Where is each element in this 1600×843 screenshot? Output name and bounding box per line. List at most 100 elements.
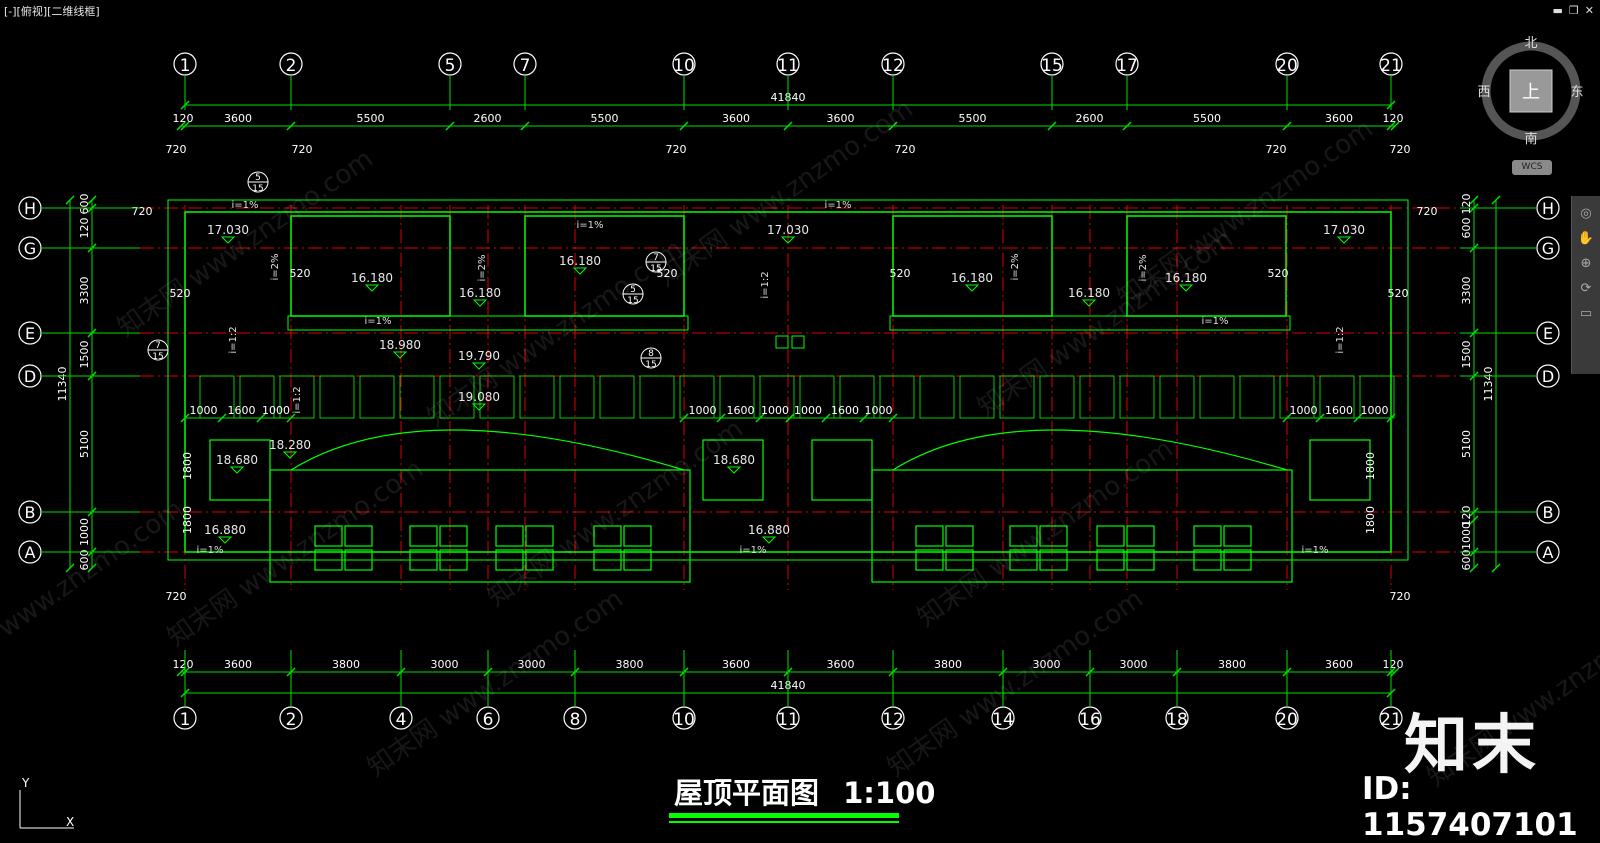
skylight-window — [1223, 525, 1252, 547]
skylight-window — [439, 549, 468, 571]
top-dim-label: 120 — [173, 112, 194, 125]
parapet-box — [399, 375, 435, 419]
navigation-bar[interactable]: ◎ ✋ ⊕ ⟳ ▭ — [1571, 196, 1600, 374]
callout-sheet: 15 — [645, 360, 656, 370]
mid-dim-tick — [859, 413, 869, 423]
elevation-label: 17.030 — [207, 223, 249, 237]
parapet-box — [879, 375, 915, 419]
orbit-icon[interactable]: ⟳ — [1580, 281, 1592, 296]
elevation-marker — [472, 299, 488, 307]
axis-bubble-label: 17 — [1116, 56, 1138, 76]
ucs-y-label: Y — [21, 776, 30, 790]
bottom-dim-label: 3800 — [332, 658, 360, 671]
elevation-label: 17.030 — [767, 223, 809, 237]
elevation-label: 18.680 — [713, 453, 755, 467]
viewcube-compass[interactable]: 上 北 南 东 西 — [1476, 36, 1586, 147]
mid-dim-tick — [1386, 413, 1396, 423]
slope-label: i=2% — [477, 254, 488, 281]
roof-volume — [290, 215, 451, 317]
parapet-box — [999, 375, 1035, 419]
left-total-dim-label: 11340 — [56, 367, 69, 402]
pan-icon[interactable]: ✋ — [1577, 231, 1595, 246]
top-dim-tick — [679, 121, 689, 131]
mid-dim-label: 1000 — [794, 404, 822, 417]
window-controls: ▬ ❐ ✕ — [1553, 4, 1595, 17]
elevation-marker — [726, 466, 742, 474]
zoom-icon[interactable]: ⊕ — [1580, 256, 1592, 271]
callout-sheet: 15 — [650, 264, 661, 274]
parapet-box — [1199, 375, 1235, 419]
offset-label: 520 — [890, 267, 911, 280]
bottom-dim-tick — [1390, 667, 1400, 677]
bottom-dim-label: 3000 — [431, 658, 459, 671]
mid-dim-tick — [679, 413, 689, 423]
drawing-title-name: 屋顶平面图 — [674, 776, 820, 810]
steering-wheel-icon[interactable]: ◎ — [1580, 206, 1592, 221]
bottom-dim-label: 120 — [173, 658, 194, 671]
drawing-title-scale: 1:100 — [843, 776, 936, 810]
skylight-window — [945, 525, 974, 547]
slope-label: i=1:2 — [760, 271, 771, 298]
skylight-window — [1193, 525, 1222, 547]
skylight-window — [314, 549, 343, 571]
dim-720-label: 720 — [666, 143, 687, 156]
dim-1800-label: 1800 — [1364, 506, 1377, 534]
axis-bubble-label: 12 — [882, 56, 904, 76]
roof-volume — [892, 215, 1053, 317]
parapet-box — [1239, 375, 1275, 419]
dim-720-label: 720 — [292, 143, 313, 156]
parapet-box — [1079, 375, 1115, 419]
skylight-window — [623, 549, 652, 571]
mid-dim-tick — [888, 413, 898, 423]
axis-bubble-label: H — [1542, 199, 1554, 218]
axis-bubble-label: 20 — [1276, 710, 1298, 730]
right-dim-label: 120 — [1460, 194, 1473, 215]
bottom-dim-label: 3600 — [722, 658, 750, 671]
compass-west-label: 西 — [1477, 85, 1490, 100]
skylight-window — [525, 525, 554, 547]
top-dim-label: 2600 — [474, 112, 502, 125]
skylight-window — [1126, 549, 1155, 571]
compass-north-label: 北 — [1524, 36, 1537, 51]
axis-bubble-label: 8 — [570, 710, 581, 730]
parapet-box — [319, 375, 355, 419]
right-total-dim-tick — [1491, 195, 1501, 205]
elevation-label: 16.180 — [459, 286, 501, 300]
shaft-box — [209, 439, 271, 501]
mid-dim-label: 1000 — [865, 404, 893, 417]
axis-bubble-label: A — [25, 543, 36, 562]
watermark-text: 知末网 www.znzmo.com — [482, 414, 748, 613]
elevation-label: 18.280 — [269, 438, 311, 452]
right-dim-label: 600 — [1460, 218, 1473, 239]
vault-arc — [892, 429, 1288, 471]
viewcube-top-label: 上 — [1522, 82, 1540, 103]
offset-label: 520 — [170, 287, 191, 300]
axis-bubble-label: 2 — [286, 56, 297, 76]
minimize-icon[interactable]: ▬ — [1552, 4, 1563, 17]
parapet-box — [959, 375, 995, 419]
showmotion-icon[interactable]: ▭ — [1579, 306, 1593, 321]
mid-dim-tick — [256, 413, 266, 423]
right-total-dim-tick — [1491, 563, 1501, 573]
wcs-menu-button[interactable]: WCS — [1512, 160, 1552, 175]
viewport-label[interactable]: [-][俯视][二维线框] — [4, 5, 100, 18]
close-icon[interactable]: ✕ — [1584, 4, 1594, 17]
axis-bubble-label: B — [25, 503, 36, 522]
axis-bubble-label: E — [25, 324, 35, 343]
top-dim-tick — [1047, 121, 1057, 131]
top-dim-tick — [1282, 121, 1292, 131]
skylight-window — [409, 525, 438, 547]
elevation-marker — [217, 536, 233, 544]
callout-number: 5 — [630, 285, 636, 295]
axis-bubble-label: 1 — [180, 710, 191, 730]
top-dim-tick — [176, 121, 186, 131]
watermark-text: 知末网 www.znzmo.com — [652, 94, 918, 293]
axis-bubble-label: 20 — [1276, 56, 1298, 76]
elevation-label: 16.180 — [1068, 286, 1110, 300]
elevation-marker — [282, 451, 298, 459]
axis-bubble-label: 7 — [520, 56, 531, 76]
ucs-x-label: X — [66, 815, 74, 829]
mid-dim-tick — [1353, 413, 1363, 423]
restore-icon[interactable]: ❐ — [1568, 4, 1579, 17]
